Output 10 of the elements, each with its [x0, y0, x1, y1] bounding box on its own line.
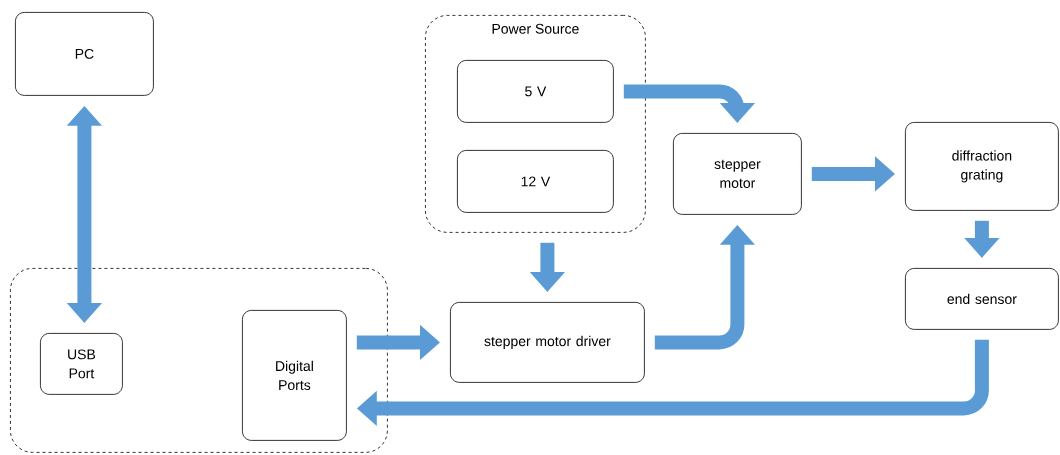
process-box: USB Port	[40, 333, 123, 395]
process-box: diffraction grating	[905, 122, 1059, 211]
process-box: end sensor	[905, 268, 1059, 330]
process-box: Digital Ports	[242, 310, 347, 441]
process-box: stepper motor	[673, 133, 802, 215]
process-box: stepper motor driver	[450, 302, 645, 383]
process-box: PC	[15, 12, 154, 96]
process-box: 5 V	[457, 60, 614, 123]
group-box	[10, 268, 388, 453]
process-box: 12 V	[457, 150, 614, 213]
